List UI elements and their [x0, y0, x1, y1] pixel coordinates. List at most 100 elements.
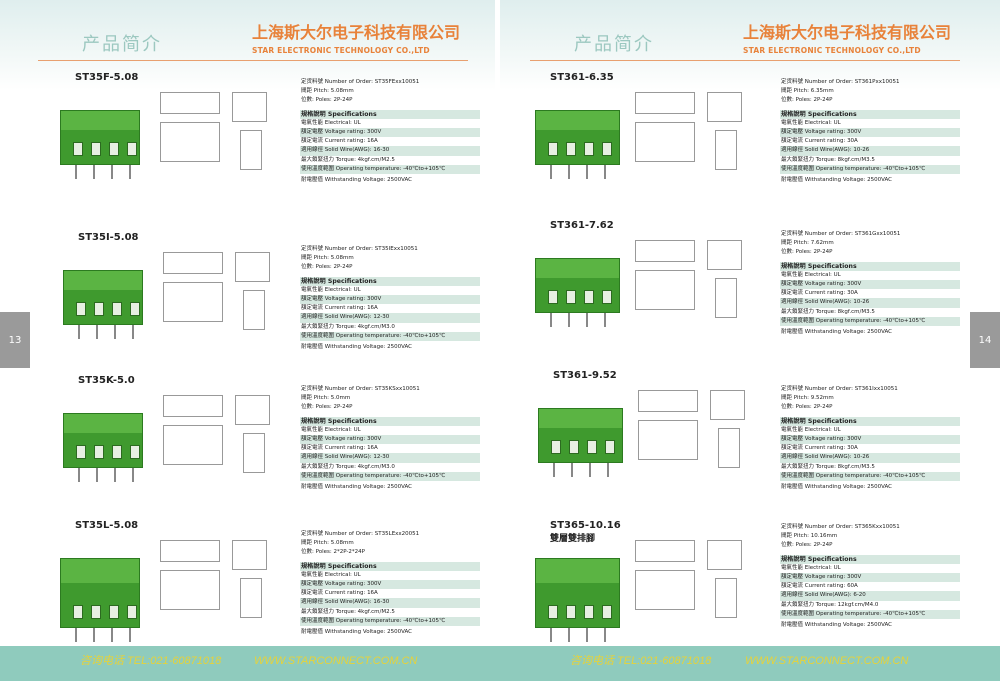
spec-order-label: 定货料號 Number of Order: — [301, 386, 374, 392]
spec-current-label: 額定電流 Current rating: — [781, 445, 846, 452]
spec-poles: 位數: Poles: 2P-24P — [780, 96, 960, 105]
spec-voltage: 額定電壓 Voltage rating: 300V — [780, 280, 960, 290]
spec-electrical-label: 電氣性能 Electrical: — [301, 426, 352, 433]
spec-torque-label: 最大鎖緊扭力 Torque: — [781, 156, 836, 163]
spec-order: 定货料號 Number of Order: ST361Ixx10051 — [780, 385, 960, 394]
pin — [129, 628, 131, 642]
spec-poles-value: 2P-24P — [813, 542, 833, 549]
spec-poles-value: 2P-24P — [813, 97, 833, 104]
pin — [78, 468, 80, 482]
spec-withstand: 耐電壓值 Withstanding Voltage: 2500VAC — [300, 483, 480, 492]
spec-current-label: 額定電流 Current rating: — [301, 305, 366, 312]
spec-pitch: 間距 Pitch: 10.16mm — [780, 532, 960, 541]
section-drawing — [718, 428, 740, 468]
spec-withstand-label: 耐電壓值 Withstanding Voltage: — [781, 484, 866, 491]
spec-electrical: 電氣性能 Electrical: UL — [780, 119, 960, 128]
spec-current: 額定電流 Current rating: 30A — [780, 137, 960, 146]
spec-pitch-label: 間距 Pitch: — [301, 88, 329, 95]
spec-temp: 使用溫度範圍 Operating temperature: -40℃to+105… — [780, 164, 960, 175]
spec-electrical: 電氣性能 Electrical: UL — [300, 119, 480, 128]
spec-temp-label: 使用溫度範圍 Operating temperature: — [781, 610, 882, 617]
spec-pitch: 間距 Pitch: 5.08mm — [300, 539, 480, 548]
spec-withstand: 耐電壓值 Withstanding Voltage: 2500VAC — [300, 343, 480, 352]
pin — [607, 463, 609, 477]
spec-current-label: 額定電流 Current rating: — [781, 290, 846, 297]
spec-voltage: 額定電壓 Voltage rating: 300V — [300, 295, 480, 305]
footer-website: WWW.STARCONNECT.COM.CN — [254, 655, 418, 667]
spec-poles: 位數: Poles: 2*2P-2*24P — [300, 548, 480, 557]
spec-voltage-label: 額定電壓 Voltage rating: — [301, 436, 366, 443]
pin — [604, 165, 606, 179]
spec-withstand: 耐電壓值 Withstanding Voltage: 2500VAC — [780, 483, 960, 492]
spec-poles-value: 2P-24P — [333, 97, 353, 104]
spec-order-value: ST365Kxx10051 — [854, 524, 900, 530]
spec-withstand-value: 2500VAC — [387, 629, 413, 636]
spec-electrical-label: 電氣性能 Electrical: — [781, 564, 832, 571]
spec-withstand-label: 耐電壓值 Withstanding Voltage: — [301, 344, 386, 351]
spec-voltage-value: 300V — [847, 574, 862, 581]
product-photo — [535, 110, 620, 165]
spec-electrical-label: 電氣性能 Electrical: — [301, 119, 352, 126]
spec-temp-label: 使用溫度範圍 Operating temperature: — [781, 317, 882, 324]
top-view-drawing — [163, 395, 223, 417]
pin — [550, 313, 552, 327]
spec-temp-value: -40℃to+105℃ — [403, 332, 446, 339]
side-view-drawing — [232, 92, 267, 122]
spec-wire: 適用線徑 Solid Wire(AWG): 16-30 — [300, 146, 480, 156]
spec-order: 定货料號 Number of Order: ST35FExx10051 — [300, 78, 480, 87]
spec-voltage-label: 額定電壓 Voltage rating: — [301, 296, 366, 303]
spec-temp-value: -40℃to+105℃ — [883, 610, 926, 617]
spec-current: 額定電流 Current rating: 16A — [300, 137, 480, 146]
spec-pitch-label: 間距 Pitch: — [301, 395, 329, 402]
pin — [586, 313, 588, 327]
spec-voltage: 額定電壓 Voltage rating: 300V — [300, 435, 480, 445]
section-drawing — [715, 278, 737, 318]
pin — [571, 463, 573, 477]
pin — [132, 325, 134, 339]
spec-poles: 位數: Poles: 2P-24P — [780, 403, 960, 412]
top-view-drawing — [635, 540, 695, 562]
pin — [111, 628, 113, 642]
spec-electrical-value: UL — [353, 426, 361, 433]
spec-heading: 規格說明 Specifications — [780, 554, 960, 564]
product-photo — [538, 408, 623, 463]
side-view-drawing — [710, 390, 745, 420]
spec-torque-value: 8kgf.cm/M3.5 — [837, 308, 875, 315]
spec-withstand: 耐電壓值 Withstanding Voltage: 2500VAC — [300, 176, 480, 185]
spec-heading: 規格說明 Specifications — [300, 276, 480, 286]
spec-poles-value: 2*2P-2*24P — [333, 549, 365, 556]
spec-poles-value: 2P-24P — [813, 404, 833, 411]
pin — [568, 165, 570, 179]
product-title: ST35I-5.08 — [78, 232, 139, 243]
spec-temp: 使用溫度範圍 Operating temperature: -40℃to+105… — [300, 164, 480, 175]
spec-torque-label: 最大鎖緊扭力 Torque: — [301, 323, 356, 330]
product-photo — [535, 258, 620, 313]
spec-withstand-value: 2500VAC — [867, 622, 893, 629]
spec-voltage-label: 額定電壓 Voltage rating: — [301, 129, 366, 136]
spec-current-label: 額定電流 Current rating: — [301, 590, 366, 597]
spec-electrical-value: UL — [353, 286, 361, 293]
spec-withstand: 耐電壓值 Withstanding Voltage: 2500VAC — [780, 328, 960, 337]
spec-current: 額定電流 Current rating: 30A — [780, 444, 960, 453]
spec-heading: 規格說明 Specifications — [780, 109, 960, 119]
spec-torque: 最大鎖緊扭力 Torque: 12kgf.cm/M4.0 — [780, 601, 960, 610]
spec-current-label: 額定電流 Current rating: — [781, 138, 846, 145]
spec-torque-label: 最大鎖緊扭力 Torque: — [781, 601, 836, 608]
spec-temp-label: 使用溫度範圍 Operating temperature: — [781, 472, 882, 479]
spec-withstand: 耐電壓值 Withstanding Voltage: 2500VAC — [780, 621, 960, 630]
spec-torque-label: 最大鎖緊扭力 Torque: — [301, 608, 356, 615]
spec-order: 定货料號 Number of Order: ST361Pxx10051 — [780, 78, 960, 87]
spec-voltage-value: 300V — [847, 281, 862, 288]
spec-pitch: 間距 Pitch: 5.0mm — [300, 394, 480, 403]
spec-pitch-value: 5.08mm — [330, 88, 354, 95]
spec-order: 定货料號 Number of Order: ST35KSxx10051 — [300, 385, 480, 394]
spec-withstand-label: 耐電壓值 Withstanding Voltage: — [781, 329, 866, 336]
spec-pitch-label: 間距 Pitch: — [781, 395, 809, 402]
spec-order: 定货料號 Number of Order: ST35LExx20051 — [300, 530, 480, 539]
spec-order-value: ST361Gxx10051 — [854, 231, 901, 237]
spec-wire-value: 16-30 — [373, 599, 390, 606]
